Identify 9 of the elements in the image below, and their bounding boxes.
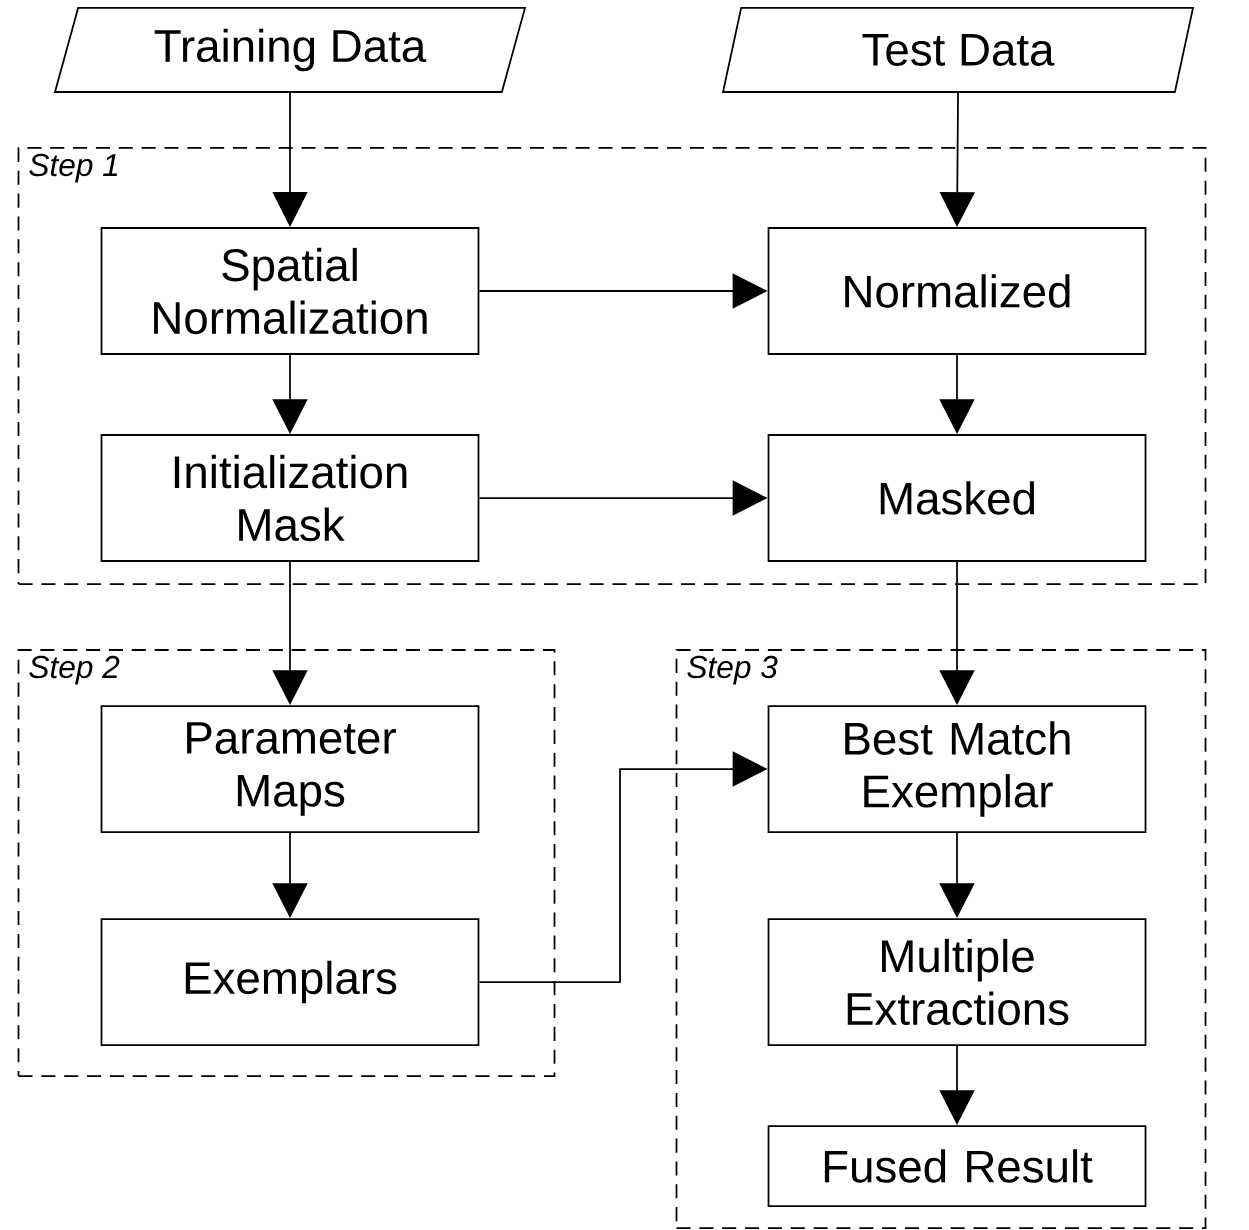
process-box: Multiple Extractions <box>767 918 1147 1046</box>
process-box: Best Match Exemplar <box>767 705 1147 833</box>
process-box: Normalized <box>767 227 1147 355</box>
process-box: Exemplars <box>100 918 480 1046</box>
process-box: Parameter Maps <box>100 705 480 833</box>
process-box: Masked <box>767 434 1147 562</box>
process-box: Spatial Normalization <box>100 227 480 355</box>
process-box: Initialization Mask <box>100 434 480 562</box>
process-box: Fused Result <box>767 1125 1147 1207</box>
